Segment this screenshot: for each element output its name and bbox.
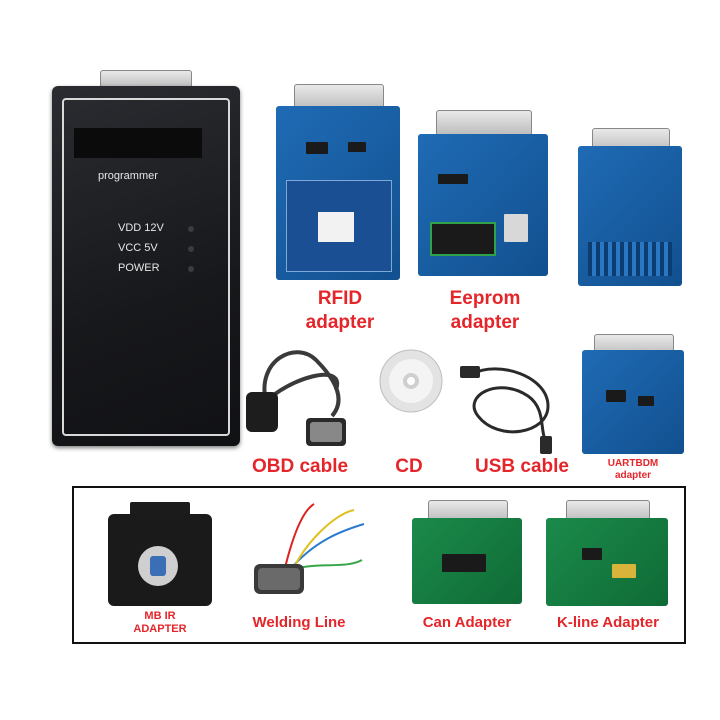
accessories-frame [72, 486, 686, 644]
can-adapter-image [412, 500, 522, 604]
display-window [74, 128, 202, 158]
rfid-adapter-image [276, 84, 400, 280]
welding-label: Welding Line [252, 614, 346, 631]
mbir-label-line1: MB IR [144, 610, 176, 622]
uartbdm-label-line2: adapter [614, 470, 652, 481]
eeprom-label-line2: adapter [450, 312, 520, 333]
eeprom-adapter-image [418, 110, 548, 276]
led-label-vdd: VDD 12V [118, 222, 164, 234]
led-label-power: POWER [118, 262, 160, 274]
welding-line-image [254, 503, 365, 594]
usb-cable-image [460, 366, 552, 454]
mbir-adapter-image [108, 502, 212, 606]
eeprom-label-line1: Eeprom [449, 288, 521, 309]
led-indicator-power [188, 266, 194, 272]
rfid-label-line1: RFID [317, 288, 363, 309]
led-indicator-vcc [188, 246, 194, 252]
led-indicator-vdd [188, 226, 194, 232]
led-label-vcc: VCC 5V [118, 242, 158, 254]
programmer-title: programmer [98, 170, 158, 182]
usb-label: USB cable [475, 456, 569, 477]
programmer-device: programmer VDD 12V VCC 5V POWER [52, 86, 240, 446]
kline-adapter-image [546, 500, 668, 606]
cd-label: CD [395, 456, 423, 477]
obd-label: OBD cable [251, 456, 349, 477]
mbir-label-line2: ADAPTER [133, 623, 187, 635]
adapter-board-top-right [578, 128, 682, 286]
rfid-label-line2: adapter [305, 312, 375, 333]
uartbdm-adapter-image [582, 334, 684, 454]
obd-cable-image [246, 350, 346, 446]
kline-label: K-line Adapter [557, 614, 659, 631]
can-label: Can Adapter [422, 614, 512, 631]
uartbdm-label-line1: UARTBDM [607, 458, 659, 469]
cd-disc-image [379, 349, 443, 413]
